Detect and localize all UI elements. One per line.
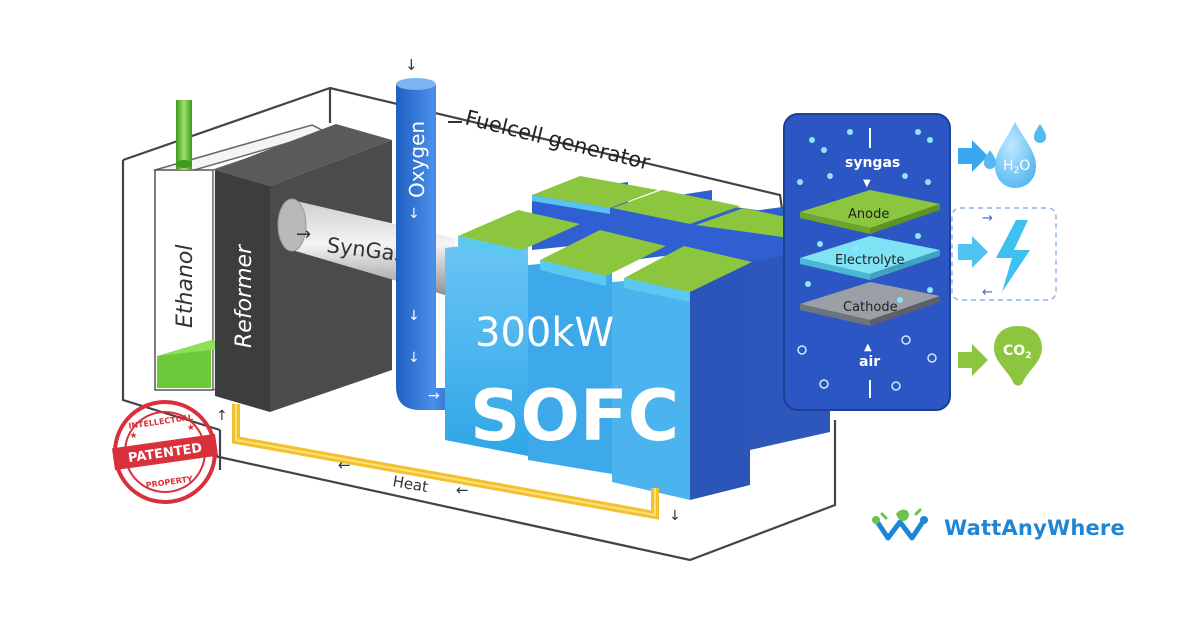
oxygen-label: Oxygen: [405, 121, 429, 198]
heat-arrow-icon-2: ←: [456, 481, 469, 499]
cell-top: [696, 208, 790, 238]
panel-down-arrow-icon: ▼: [863, 178, 871, 189]
co2-arrow-icon: [958, 344, 988, 376]
generator-label: Fuelcell generator: [463, 106, 653, 175]
patented-stamp: INTELLECTUAL PATENTED PROPERTY ★ ★: [111, 400, 219, 504]
oxygen-arrow-icon-1: ↓: [408, 206, 420, 222]
co2-formula: CO2: [1003, 343, 1031, 361]
output-arrows: [958, 140, 988, 376]
heat-label: Heat: [391, 472, 429, 496]
electrolyte-label: Electrolyte: [835, 253, 904, 268]
panel-air-label: air: [859, 354, 880, 370]
stamp-bottom-text: PROPERTY: [145, 474, 193, 490]
water-formula: H2O: [1003, 158, 1030, 176]
syngas-arrow-icon: →: [296, 224, 311, 245]
air-bubbles: [797, 335, 937, 391]
ethanol-label: Ethanol: [173, 245, 198, 328]
power-out-arrow-icon: →: [982, 211, 993, 226]
stamp-star-icon: ★: [129, 431, 138, 442]
cell-detail-panel: syngas ▼ Anode Electrolyte Cathode ▲ air: [783, 113, 951, 411]
cathode-label: Cathode: [843, 300, 898, 315]
panel-syngas-label: syngas: [845, 155, 900, 171]
stamp-star-icon: ★: [186, 423, 195, 434]
water-output: H2O: [984, 122, 1046, 188]
water-drop-icon: [995, 122, 1036, 188]
reformer-label: Reformer: [232, 243, 257, 348]
heat-arrow-icon-1: ←: [338, 456, 351, 474]
heat-arrow-icon-3: ↓: [669, 508, 681, 524]
co2-pin-icon: [994, 326, 1042, 386]
panel-up-arrow-icon: ▲: [864, 342, 872, 353]
oxygen-in-arrow-icon: ↓: [405, 56, 418, 74]
oxygen-arrow-icon-4: →: [428, 388, 440, 404]
brand-mark-icon: [872, 508, 928, 541]
molecule-dots: [797, 129, 933, 303]
co2-output: CO2: [994, 326, 1042, 386]
power-output: → ←: [951, 207, 1057, 301]
cell-top: [532, 176, 658, 208]
brand-name: WattAnyWhere: [944, 516, 1125, 540]
sofc-power-label: 300kW: [475, 310, 614, 356]
power-in-arrow-icon: ←: [982, 285, 993, 300]
heat-arrow-icon-4: ↑: [216, 408, 228, 424]
sofc-stack: 300kW SOFC: [445, 176, 830, 500]
oxygen-pipe: Oxygen ↓ ↓ ↓ ↓ →: [396, 56, 470, 410]
heat-pipe: Heat ← ← ↓ ↑: [216, 404, 681, 524]
water-arrow-icon: [958, 140, 988, 172]
stamp-top-text: INTELLECTUAL: [128, 413, 194, 431]
lightning-icon: [996, 220, 1030, 292]
sofc-label: SOFC: [470, 375, 679, 457]
oxygen-arrow-icon-3: ↓: [408, 350, 420, 366]
cell-top: [612, 190, 740, 224]
brand-logo: WattAnyWhere: [872, 508, 1132, 548]
generator-label-group: Fuelcell generator: [448, 106, 653, 175]
oxygen-arrow-icon-2: ↓: [408, 308, 420, 324]
anode-label: Anode: [848, 207, 889, 222]
power-arrow-icon: [958, 236, 988, 268]
